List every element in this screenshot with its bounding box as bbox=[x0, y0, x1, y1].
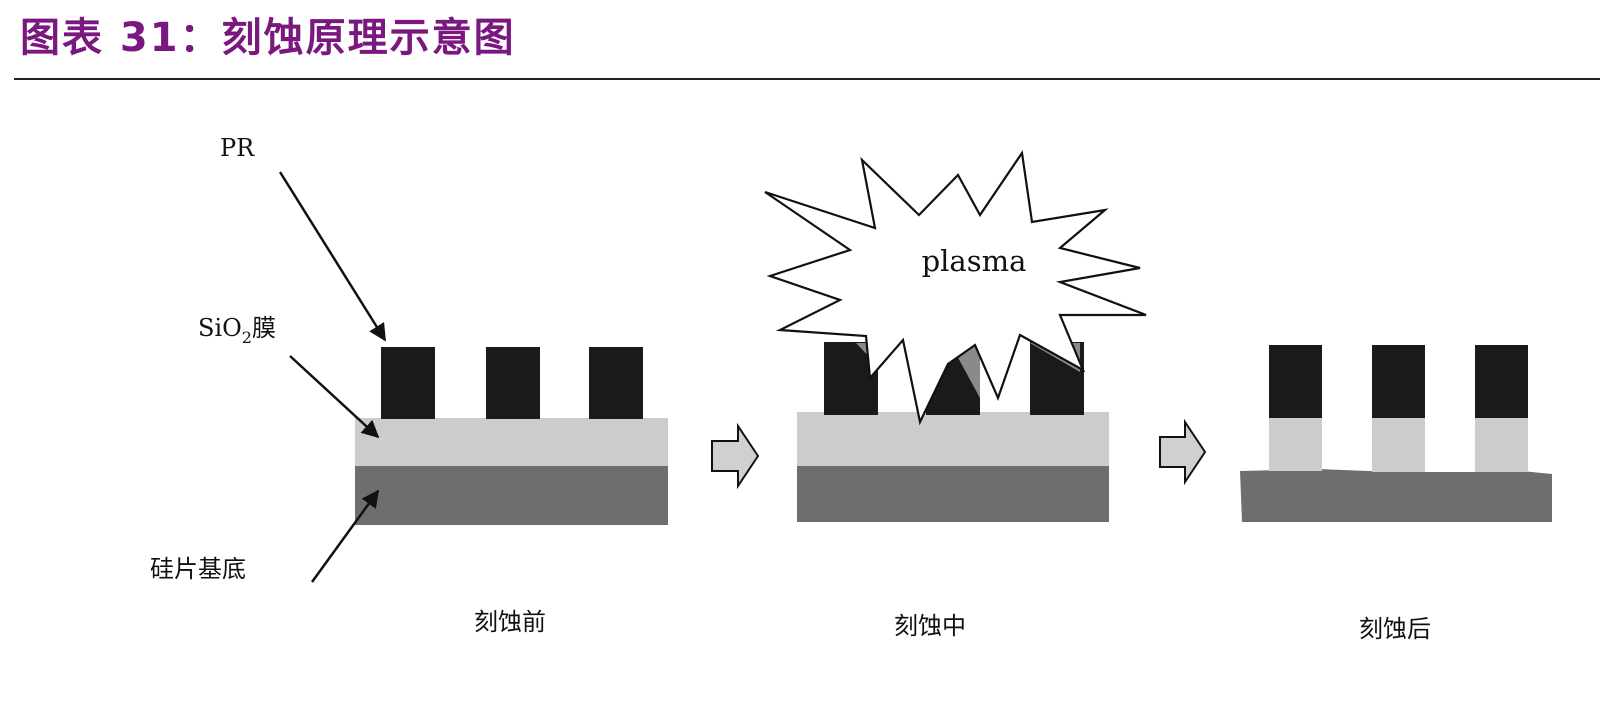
stage-caption-after: 刻蚀后 bbox=[1359, 615, 1431, 643]
substrate-pointer-arrow bbox=[310, 489, 380, 583]
substrate-layer bbox=[1240, 469, 1552, 522]
remaining-oxide-column bbox=[1372, 417, 1425, 472]
substrate-layer bbox=[355, 465, 668, 525]
sio2-film-label: SiO2膜 bbox=[198, 314, 276, 347]
oxide-film-layer bbox=[797, 412, 1109, 466]
sio2-pointer-arrow bbox=[289, 355, 380, 439]
oxide-film-layer bbox=[355, 418, 668, 466]
pr-label: PR bbox=[220, 134, 255, 162]
stage-after-etch: 刻蚀后 bbox=[1240, 345, 1552, 643]
substrate-layer bbox=[797, 465, 1109, 522]
photoresist-block bbox=[381, 347, 435, 419]
photoresist-block bbox=[1372, 345, 1425, 418]
stage-caption-during: 刻蚀中 bbox=[894, 612, 966, 640]
remaining-oxide-column bbox=[1269, 417, 1322, 471]
transition-arrow bbox=[711, 422, 760, 490]
photoresist-block bbox=[486, 347, 540, 419]
plasma-burst-shape bbox=[764, 150, 1147, 426]
stage-caption-before: 刻蚀前 bbox=[474, 608, 546, 636]
photoresist-block bbox=[1269, 345, 1322, 418]
pr-pointer-arrow bbox=[278, 171, 387, 342]
substrate-label: 硅片基底 bbox=[150, 555, 246, 583]
stage-during-etch: plasma 刻蚀中 bbox=[764, 150, 1147, 640]
plasma-label: plasma bbox=[922, 244, 1027, 278]
remaining-oxide-column bbox=[1475, 417, 1528, 472]
photoresist-block bbox=[589, 347, 643, 419]
transition-arrow bbox=[1159, 418, 1207, 486]
figure-title: 图表 31：刻蚀原理示意图 bbox=[20, 15, 516, 61]
photoresist-block bbox=[1475, 345, 1528, 418]
title-divider bbox=[14, 78, 1600, 80]
stage-before-etch: PR SiO2膜 硅片基底 刻蚀前 bbox=[150, 134, 668, 636]
